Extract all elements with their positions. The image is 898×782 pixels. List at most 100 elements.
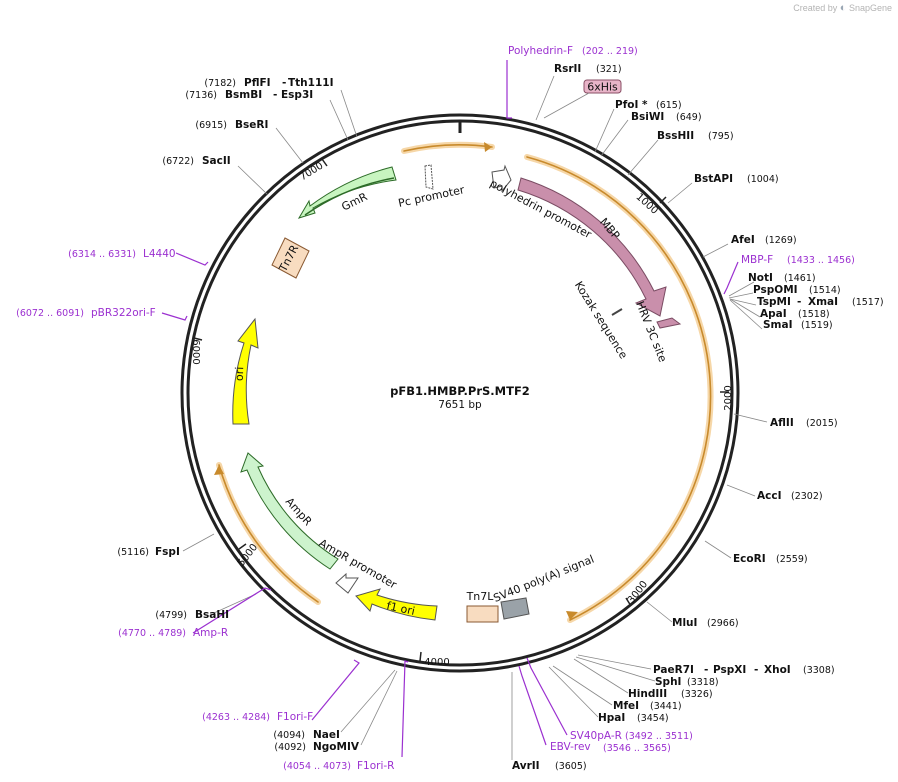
svg-text:-: - [704,664,708,676]
primer-f1ori-r[interactable]: (4054 .. 4073) F1ori-R [283,760,394,772]
enzyme-afei[interactable]: AfeI (1269) [731,234,797,246]
svg-text:(3326): (3326) [681,689,713,700]
svg-text:EBV-rev: EBV-rev [550,741,591,753]
svg-text:F1ori-F: F1ori-F [277,711,313,723]
enzyme-noti[interactable]: NotI (1461) [748,272,816,284]
enzyme-hindiii[interactable]: HindIII (3326) [628,688,713,700]
enzyme-bsshii[interactable]: BssHII (795) [657,130,734,142]
enzyme-mfei[interactable]: MfeI (3441) [613,700,682,712]
svg-text:-: - [754,664,758,676]
enzyme-bseri[interactable]: (6915) BseRI [195,119,268,131]
plasmid-size: 7651 bp [438,399,482,411]
tn7l-feature[interactable] [466,605,499,623]
svg-text:(1433 .. 1456): (1433 .. 1456) [787,255,855,266]
svg-text:ApaI: ApaI [760,308,787,320]
svg-text:Tth111I: Tth111I [288,77,333,89]
primer-amp-r[interactable]: (4770 .. 4789) Amp-R [118,627,228,639]
enzyme-aflii[interactable]: AflII (2015) [770,417,838,429]
svg-text:BsaHI: BsaHI [195,609,229,621]
pc-promoter-feature[interactable] [424,164,434,190]
svg-text:TspMI: TspMI [757,296,791,308]
svg-text:(3605): (3605) [555,761,587,772]
gmr-feature[interactable] [297,166,397,219]
enzyme-bsahi[interactable]: (4799) BsaHI [155,609,229,621]
svg-text:-: - [273,89,277,101]
enzyme-smai[interactable]: SmaI (1519) [763,319,833,331]
enzyme-sacii[interactable]: (6722) SacII [162,155,230,167]
ampr-promoter-feature[interactable] [335,572,359,594]
svg-text:(795): (795) [708,131,734,142]
enzyme-pflfi[interactable]: (7182) PflFI - Tth111I [204,77,333,89]
svg-text:(1518): (1518) [798,309,830,320]
enzyme-hpai[interactable]: HpaI (3454) [598,712,669,724]
svg-text:(6314 .. 6331): (6314 .. 6331) [68,249,136,260]
enzyme-tspmi[interactable]: TspMI - XmaI (1517) [757,296,884,308]
sv40-feature[interactable] [500,597,530,620]
svg-text:(615): (615) [656,100,682,111]
enzyme-sphi[interactable]: SphI (3318) [655,676,719,688]
primer-sv40pa-r[interactable]: SV40pA-R (3492 .. 3511) [570,730,693,742]
his-tag-feature[interactable]: 6xHis [543,79,622,119]
ticks [193,158,729,662]
ampr-feature[interactable] [240,452,339,570]
enzyme-bsmbi[interactable]: (7136) BsmBI - Esp3I [185,89,313,101]
enzyme-pfoi[interactable]: PfoI * (615) [615,99,682,111]
enzyme-leaders [182,75,768,760]
polyhedrin-promoter-feature[interactable] [491,164,512,193]
kozak-feature [611,308,623,316]
svg-text:(7136): (7136) [185,90,217,101]
hrv-3c-site-feature[interactable] [656,317,682,329]
svg-text:(1514): (1514) [809,285,841,296]
svg-text:NgoMIV: NgoMIV [313,741,360,753]
credit-brand: SnapGene [848,3,892,13]
enzyme-naei[interactable]: (4094) NaeI [273,729,340,741]
svg-text:(4054 .. 4073): (4054 .. 4073) [283,761,351,772]
svg-text:RsrII: RsrII [554,63,581,75]
enzyme-apai[interactable]: ApaI (1518) [760,308,830,320]
svg-text:PspXI: PspXI [713,664,746,676]
enzyme-ecori[interactable]: EcoRI (2559) [733,553,808,565]
svg-text:(202 .. 219): (202 .. 219) [582,46,638,57]
enzyme-fspi[interactable]: (5116) FspI [117,546,179,558]
his-tag-label: 6xHis [587,81,618,94]
mbp-feature[interactable] [517,177,667,317]
svg-text:HindIII: HindIII [628,688,667,700]
enzyme-bstapi[interactable]: BstAPI (1004) [694,173,779,185]
f1-ori-feature[interactable] [355,588,438,621]
svg-text:(6722): (6722) [162,156,194,167]
tn7r-feature[interactable]: Tn7R [271,237,310,279]
svg-text:(2302): (2302) [791,491,823,502]
primer-polyhedrin-f[interactable]: Polyhedrin-F (202 .. 219) [508,45,638,57]
svg-text:MfeI: MfeI [613,700,639,712]
enzyme-pspomi[interactable]: PspOMI (1514) [753,284,841,296]
primer-f1ori-f[interactable]: (4263 .. 4284) F1ori-F [202,711,313,723]
svg-text:PaeR7I: PaeR7I [653,664,694,676]
enzyme-acci[interactable]: AccI (2302) [757,490,823,502]
tick-4000: 4000 [424,657,449,668]
enzyme-avrii[interactable]: AvrII (3605) [512,760,587,772]
svg-text:(2015): (2015) [806,418,838,429]
svg-text:Amp-R: Amp-R [193,627,228,639]
svg-text:BseRI: BseRI [235,119,268,131]
svg-text:(4263 .. 4284): (4263 .. 4284) [202,712,270,723]
primer-ebv-rev[interactable]: EBV-rev (3546 .. 3565) [550,741,671,754]
primer-l4440[interactable]: (6314 .. 6331) L4440 [68,248,175,260]
enzyme-rsrii[interactable]: RsrII (321) [554,63,622,75]
primer-mbp-f[interactable]: MBP-F (1433 .. 1456) [741,254,855,266]
svg-text:(7182): (7182) [204,78,236,89]
features: 6xHis Tn7R [232,79,682,623]
ori-feature[interactable] [232,317,259,425]
enzyme-bsiwi[interactable]: BsiWI (649) [631,111,702,123]
svg-text:SmaI: SmaI [763,319,793,331]
svg-text:Polyhedrin-F: Polyhedrin-F [508,45,573,57]
svg-text:AflII: AflII [770,417,794,429]
enzyme-paer7i[interactable]: PaeR7I - PspXI - XhoI (3308) [653,664,835,676]
svg-text:(2966): (2966) [707,618,739,629]
enzyme-mlui[interactable]: MluI (2966) [672,617,739,629]
primer-pbr322ori-f[interactable]: (6072 .. 6091) pBR322ori-F [16,307,156,319]
svg-text:PspOMI: PspOMI [753,284,798,296]
svg-text:MBP-F: MBP-F [741,254,773,266]
svg-text:(321): (321) [596,64,622,75]
enzyme-ngomiv[interactable]: (4092) NgoMIV [274,741,359,753]
